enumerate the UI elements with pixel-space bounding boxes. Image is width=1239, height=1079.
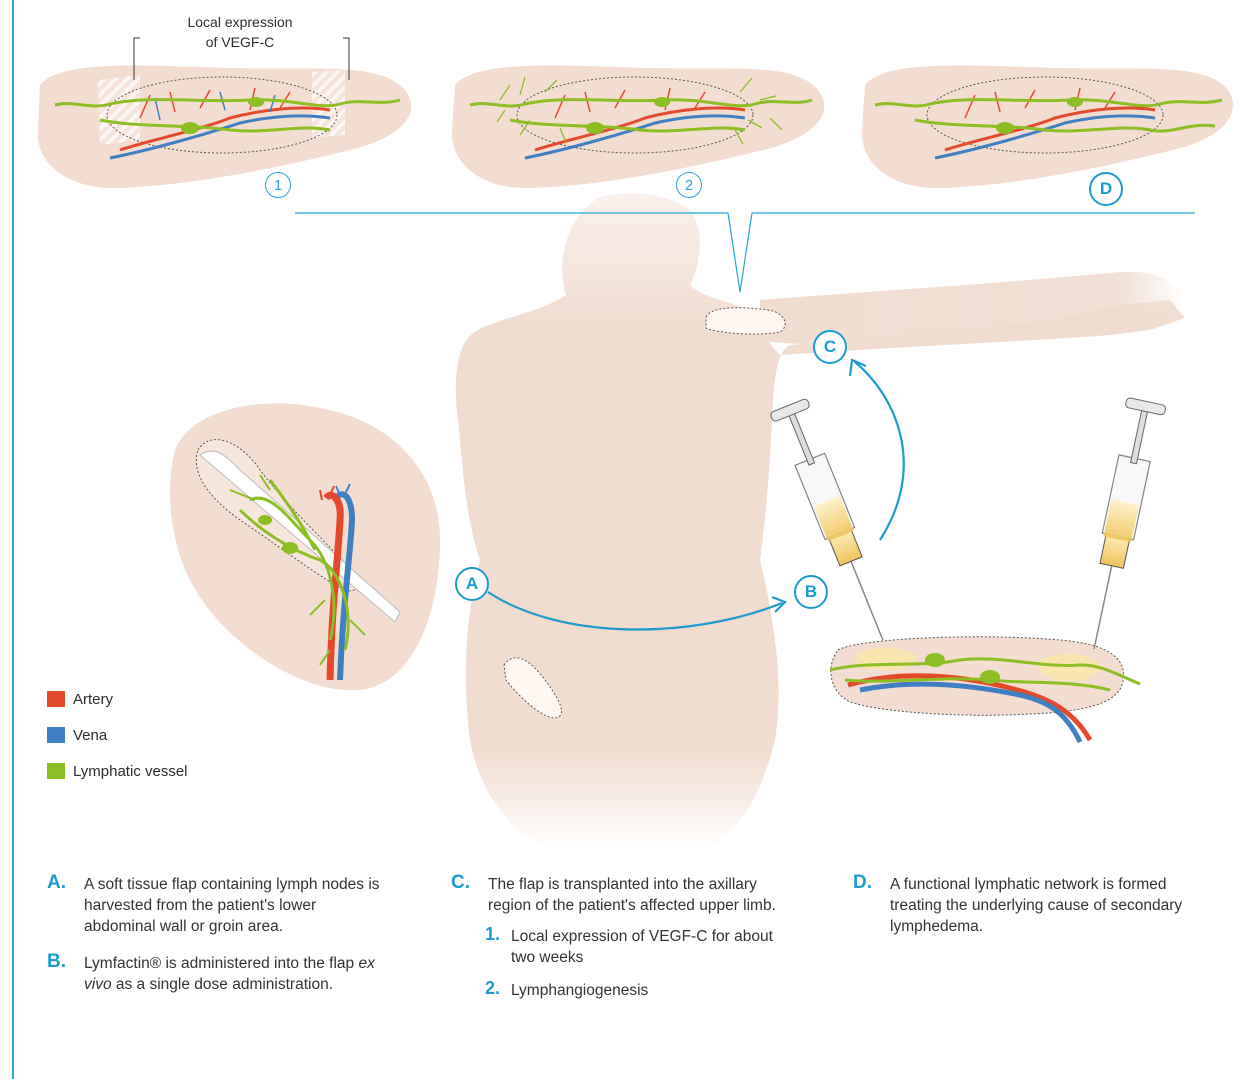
panel-1-flap <box>38 38 411 188</box>
description-a: A. A soft tissue flap containing lymph n… <box>47 874 387 937</box>
description-column-1: A. A soft tissue flap containing lymph n… <box>47 874 387 1009</box>
description-d-letter: D. <box>853 872 872 893</box>
recipient-site-outline <box>706 308 785 334</box>
harvest-closeup <box>170 403 440 690</box>
description-column-2: C. The flap is transplanted into the axi… <box>451 874 796 1013</box>
legend-label-artery: Artery <box>73 691 113 708</box>
description-d-text: A functional lymphatic network is formed… <box>890 876 1182 935</box>
description-b-text-start: Lymfactin® is administered into the flap <box>84 955 358 972</box>
description-d: D. A functional lymphatic network is for… <box>853 874 1198 937</box>
legend-item-lymph: Lymphatic vessel <box>47 761 188 781</box>
artery-swatch <box>47 691 65 707</box>
description-c2-number: 2. <box>485 978 500 999</box>
description-b-letter: B. <box>47 951 66 972</box>
vena-swatch <box>47 727 65 743</box>
step-d-marker: D <box>1089 172 1123 206</box>
vegf-label-line-2: of VEGF-C <box>150 32 330 52</box>
panel-d-flap <box>862 65 1233 188</box>
vegf-label: Local expression of VEGF-C <box>150 12 330 52</box>
syringe-right <box>1074 397 1166 653</box>
legend: Artery Vena Lymphatic vessel <box>47 689 188 797</box>
panel-2-flap <box>452 65 824 188</box>
lymph-swatch <box>47 763 65 779</box>
description-c2-text: Lymphangiogenesis <box>511 982 648 999</box>
description-c2: 2. Lymphangiogenesis <box>485 980 796 1001</box>
description-c1-number: 1. <box>485 924 500 945</box>
legend-item-vena: Vena <box>47 725 188 745</box>
legend-label-vena: Vena <box>73 727 107 744</box>
description-a-text: A soft tissue flap containing lymph node… <box>84 876 380 935</box>
description-b: B. Lymfactin® is administered into the f… <box>47 953 387 995</box>
description-c-letter: C. <box>451 872 470 893</box>
legend-item-artery: Artery <box>47 689 188 709</box>
description-b-text-end: as a single dose administration. <box>112 976 333 993</box>
legend-label-lymph: Lymphatic vessel <box>73 763 188 780</box>
vegf-label-line-1: Local expression <box>150 12 330 32</box>
description-c-text: The flap is transplanted into the axilla… <box>488 876 776 914</box>
syringe-left <box>770 398 902 648</box>
treated-flap <box>830 637 1140 742</box>
stage-2-marker: 2 <box>676 172 702 198</box>
description-column-3: D. A functional lymphatic network is for… <box>853 874 1198 951</box>
step-a-marker: A <box>455 567 489 601</box>
description-c1-text: Local expression of VEGF-C for about two… <box>511 928 773 966</box>
description-c: C. The flap is transplanted into the axi… <box>451 874 796 916</box>
stage-1-marker: 1 <box>265 172 291 198</box>
step-b-marker: B <box>794 575 828 609</box>
description-c1: 1. Local expression of VEGF-C for about … <box>485 926 781 968</box>
step-c-marker: C <box>813 330 847 364</box>
description-a-letter: A. <box>47 872 66 893</box>
